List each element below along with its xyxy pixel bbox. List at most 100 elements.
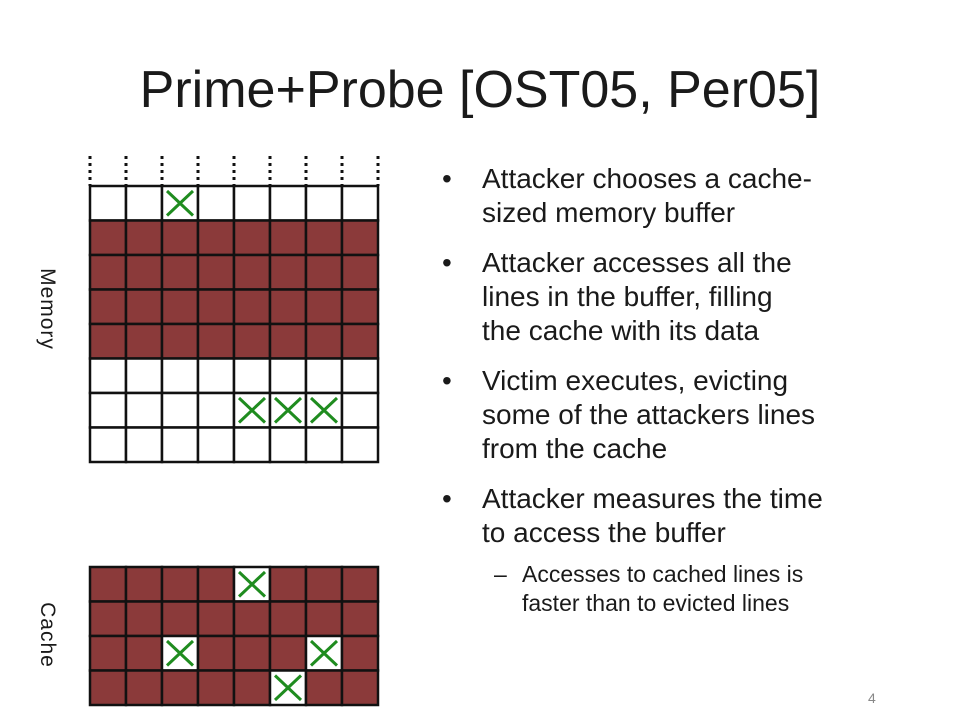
evicted-x-mark [273,674,303,702]
grid-cell [124,219,164,257]
grid-cell [340,391,380,429]
memory-label: Memory [36,268,59,350]
bullet-item: • Attacker measures the time to access t… [438,482,938,550]
evicted-x-mark [309,639,339,667]
evicted-x-mark [273,396,303,424]
grid-cell [196,357,236,395]
grid-cell [340,184,380,222]
grid-cell [160,669,200,707]
grid-cell [304,565,344,603]
bullet-dot: • [442,365,452,396]
grid-cell [196,253,236,291]
bullet-dot: • [442,483,452,514]
grid-cell [88,426,128,464]
grid-cell [196,184,236,222]
grid-cell [268,288,308,326]
slide-title: Prime+Probe [OST05, Per05] [139,61,821,119]
grid-cell [196,391,236,429]
grid-cell [340,253,380,291]
grid-cell [232,288,272,326]
grid-cell [196,600,236,638]
grid-cell [340,219,380,257]
bullet-item: • Attacker chooses a cache- sized memory… [438,162,938,230]
grid-cell [88,253,128,291]
grid-cell [268,219,308,257]
grid-cell [88,357,128,395]
grid-cell [196,634,236,672]
grid-cell [160,288,200,326]
grid-cell [88,391,128,429]
sub-bullet-text-line: faster than to evicted lines [522,590,790,616]
evicted-x-mark [165,189,195,217]
grid-cell [160,322,200,360]
grid-cell [88,669,128,707]
grid-cell [160,357,200,395]
grid-cell [160,253,200,291]
evicted-x-mark [237,396,267,424]
grid-cell [196,426,236,464]
grid-cell [232,184,272,222]
grid-cell [268,184,308,222]
grid-cell [304,322,344,360]
memory-grid [88,156,380,464]
grid-cell [124,322,164,360]
grid-cell [160,219,200,257]
grid-cell [196,219,236,257]
bullet-text-line: Attacker measures the time [482,483,823,514]
grid-cell [160,426,200,464]
bullet-text-line: lines in the buffer, filling [482,281,773,312]
grid-cell [88,322,128,360]
grid-cell [124,184,164,222]
grid-cell [340,322,380,360]
bullet-text-line: the cache with its data [482,315,760,346]
grid-cell [268,426,308,464]
grid-cell [340,600,380,638]
grid-cell [196,565,236,603]
grid-cell [304,288,344,326]
grid-cell [88,634,128,672]
evicted-x-mark [165,639,195,667]
grid-cell [124,634,164,672]
grid-cell [304,669,344,707]
grid-cell [124,253,164,291]
grid-cell [124,288,164,326]
grid-cell [88,600,128,638]
grid-cell [232,322,272,360]
grid-cell [340,634,380,672]
evicted-x-mark [309,396,339,424]
bullet-list: • Attacker chooses a cache- sized memory… [438,162,938,618]
grid-cell [160,600,200,638]
bullet-item: • Victim executes, evicting some of the … [438,364,938,466]
bullet-text-line: to access the buffer [482,517,726,548]
cache-grid [88,565,380,707]
grid-cell [304,426,344,464]
grid-cell [124,600,164,638]
bullet-dot: • [442,163,452,194]
grid-cell [196,669,236,707]
grid-cell [268,600,308,638]
grid-cell [160,391,200,429]
grid-cell [340,288,380,326]
grid-cell [196,288,236,326]
bullet-dot: • [442,247,452,278]
bullet-text-line: Attacker chooses a cache- [482,163,812,194]
grid-cell [268,357,308,395]
evicted-x-mark [237,570,267,598]
grid-cell [88,288,128,326]
grid-cell [340,426,380,464]
grid-cell [124,426,164,464]
bullet-text-line: Attacker accesses all the [482,247,792,278]
grid-cell [196,322,236,360]
grid-cell [304,184,344,222]
bullet-text-line: some of the attackers lines [482,399,816,430]
sub-bullet-dash: – [494,561,507,587]
cache-label: Cache [36,602,59,668]
grid-cell [124,669,164,707]
page-number: 4 [868,690,876,706]
grid-cell [88,219,128,257]
grid-cell [88,184,128,222]
bullet-item: • Attacker accesses all the lines in the… [438,246,938,348]
grid-cell [304,357,344,395]
bullet-text-line: Victim executes, evicting [482,365,789,396]
